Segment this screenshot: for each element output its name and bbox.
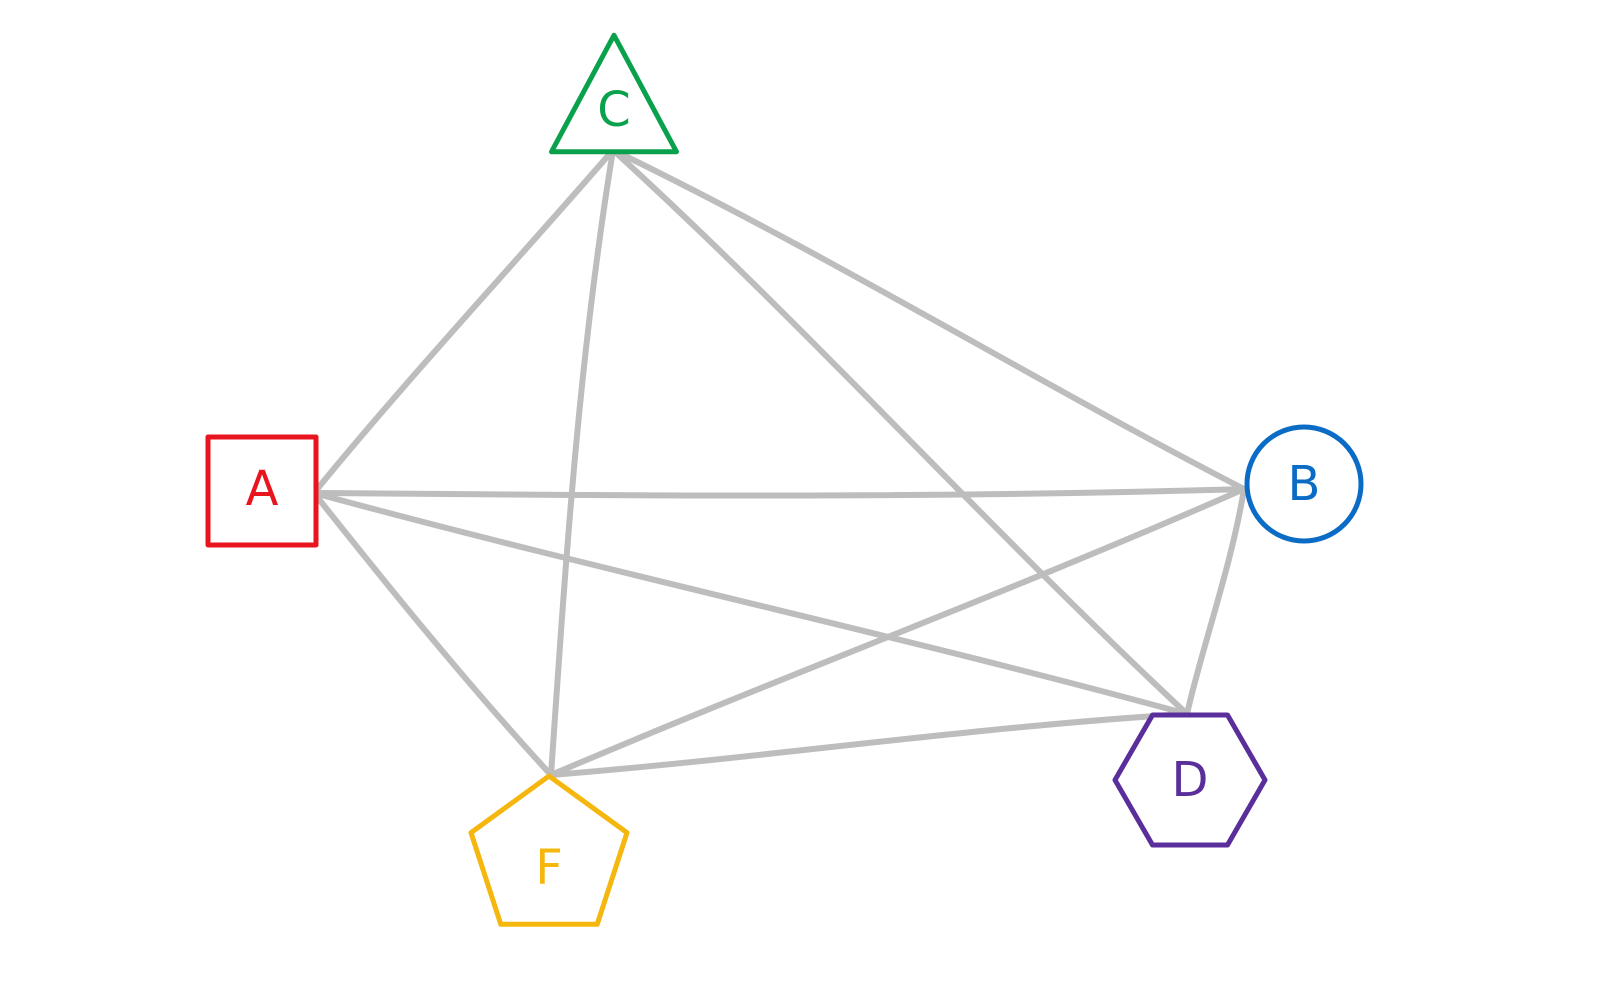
node-f: F <box>468 773 630 927</box>
node-a-square-shape <box>205 434 319 548</box>
edge-a-f <box>311 490 554 778</box>
node-d-hexagon-shape <box>1112 712 1268 848</box>
edge-a-d <box>311 490 1190 717</box>
edge-a-b <box>311 486 1247 499</box>
node-d: D <box>1112 712 1268 848</box>
node-b-label: B <box>1288 456 1321 512</box>
edge-c-d <box>610 147 1190 717</box>
node-c: C <box>549 32 679 155</box>
node-b-circle-shape <box>1244 424 1364 544</box>
node-f-label: F <box>535 840 563 896</box>
node-c-label: C <box>597 82 631 138</box>
edge-a-c <box>311 147 616 496</box>
edge-b-f <box>548 486 1247 778</box>
edge-d-f <box>548 711 1190 778</box>
node-b: B <box>1244 424 1364 544</box>
node-f-pentagon-shape <box>468 773 630 927</box>
node-c-triangle-shape <box>549 32 679 155</box>
edge-c-b <box>610 147 1247 492</box>
edges-layer <box>311 147 1247 778</box>
edge-b-d <box>1184 486 1247 717</box>
edge-c-f <box>548 147 616 778</box>
node-d-label: D <box>1172 752 1209 808</box>
nodes-layer: A B C D F <box>205 32 1364 927</box>
node-a: A <box>205 434 319 548</box>
node-a-label: A <box>246 461 279 517</box>
